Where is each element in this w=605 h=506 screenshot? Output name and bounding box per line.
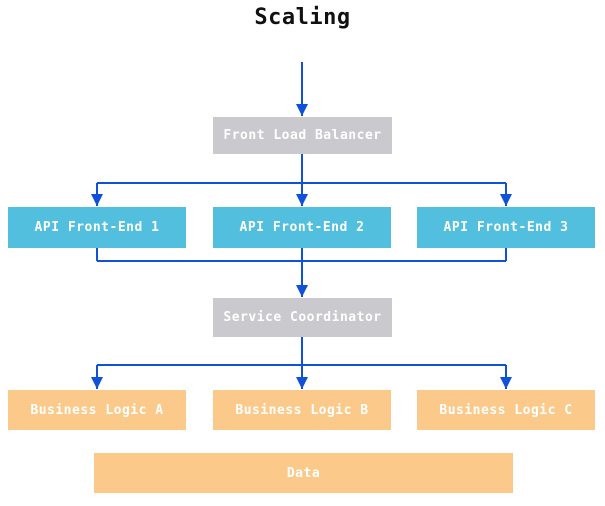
node-business-logic-c: Business Logic C bbox=[417, 390, 595, 430]
node-label: API Front-End 2 bbox=[239, 220, 365, 235]
node-service-coordinator: Service Coordinator bbox=[213, 298, 392, 337]
node-label: Business Logic C bbox=[439, 402, 573, 418]
node-api-front-end-1: API Front-End 1 bbox=[8, 207, 186, 248]
node-label: Business Logic A bbox=[30, 402, 164, 418]
node-label: Data bbox=[286, 465, 321, 481]
node-business-logic-a: Business Logic A bbox=[8, 390, 186, 430]
node-label: API Front-End 1 bbox=[34, 220, 160, 235]
node-label: API Front-End 3 bbox=[443, 220, 569, 235]
node-api-front-end-2: API Front-End 2 bbox=[213, 207, 391, 248]
node-label: Service Coordinator bbox=[223, 310, 382, 325]
node-api-front-end-3: API Front-End 3 bbox=[417, 207, 595, 248]
node-data: Data bbox=[94, 453, 513, 493]
diagram-title: Scaling bbox=[254, 5, 351, 30]
node-business-logic-b: Business Logic B bbox=[213, 390, 391, 430]
node-front-load-balancer: Front Load Balancer bbox=[213, 117, 392, 154]
node-label: Front Load Balancer bbox=[223, 128, 382, 143]
node-label: Business Logic B bbox=[235, 402, 369, 418]
